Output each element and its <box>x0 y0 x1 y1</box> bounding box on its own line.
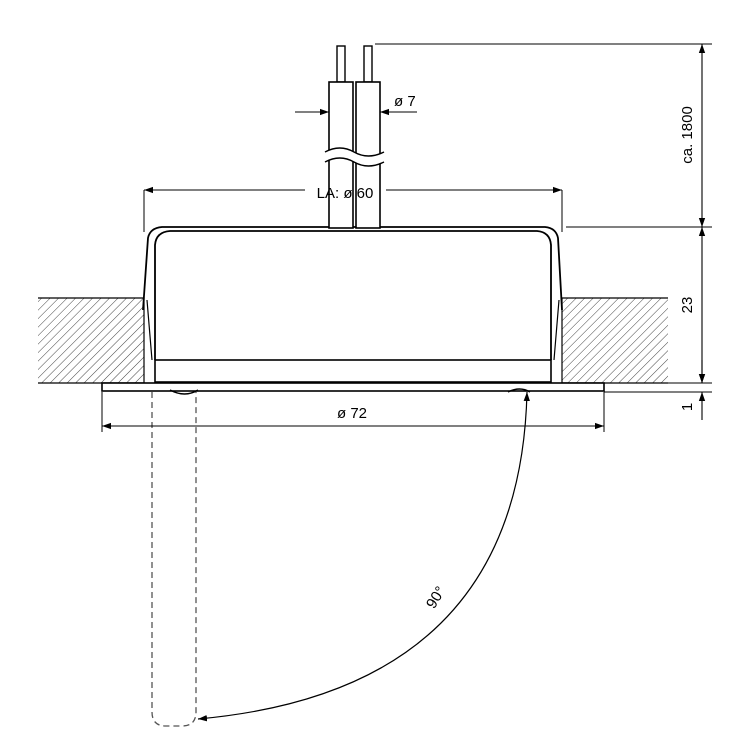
inner-ring <box>154 359 552 383</box>
cutout-diameter-label: LA: ø 60 <box>317 185 374 202</box>
swing-arc <box>197 391 530 722</box>
swung-housing-outline <box>151 392 197 727</box>
flange-diameter-label: ø 72 <box>337 405 367 422</box>
housing-body <box>154 230 552 360</box>
ceiling-right <box>561 297 668 384</box>
flange-thickness-label: 1 <box>679 403 696 411</box>
flange <box>101 382 605 392</box>
swing-angle-label: 90° <box>423 583 449 611</box>
body-height-label: 23 <box>679 297 696 314</box>
cable-length-label: ca. 1800 <box>679 106 696 164</box>
ceiling-left <box>38 297 145 384</box>
cable-diameter-label: ø 7 <box>394 93 416 110</box>
housing-outer <box>142 226 563 311</box>
cables <box>324 45 385 229</box>
